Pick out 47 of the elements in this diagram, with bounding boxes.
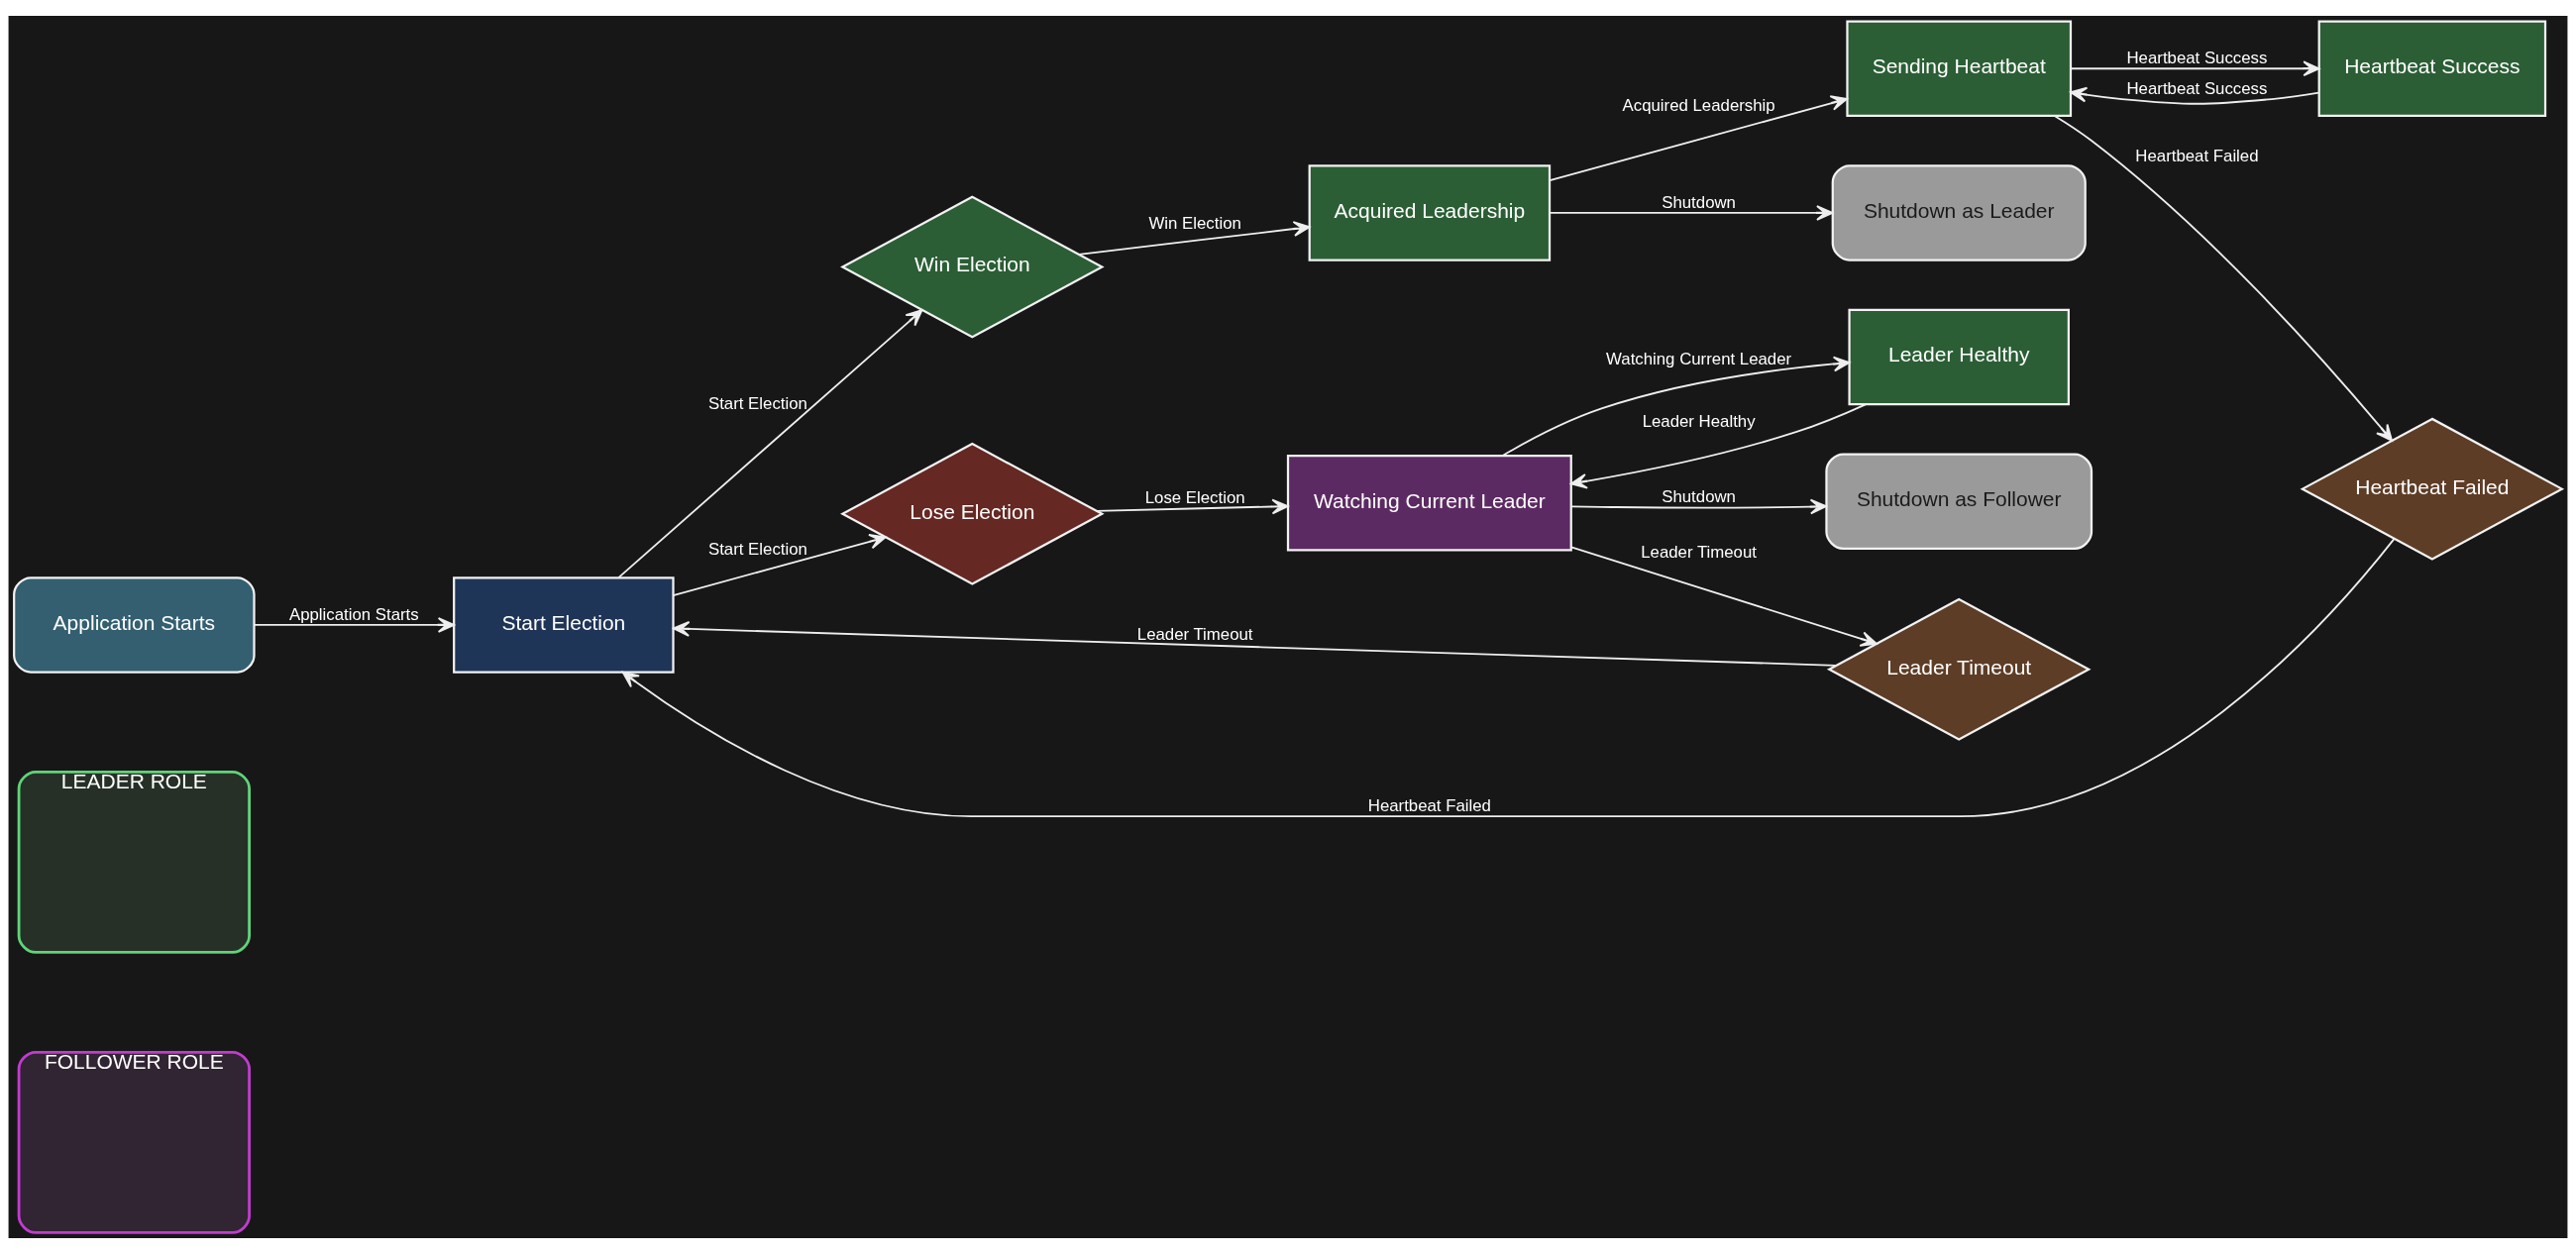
arrow xyxy=(673,621,1837,667)
edge-label: Start Election xyxy=(707,394,807,414)
node-diamond: Win Election xyxy=(840,195,1105,339)
arrow xyxy=(621,537,2396,818)
node-box: FOLLOWER ROLE xyxy=(17,1050,251,1234)
edge-label: Heartbeat Failed xyxy=(1367,796,1491,816)
arrow xyxy=(1078,221,1311,256)
arrow xyxy=(1501,356,1851,457)
node-box: Shutdown as Leader xyxy=(1831,164,2087,261)
arrow xyxy=(1549,205,1834,221)
node-diamond: Lose Election xyxy=(840,442,1105,585)
edge-label: Application Starts xyxy=(288,605,419,625)
node-box: Application Starts xyxy=(13,576,256,674)
arrow xyxy=(1570,546,1878,647)
arrow xyxy=(617,309,923,578)
arrow xyxy=(1549,95,1848,181)
edge-label: Heartbeat Success xyxy=(2126,79,2268,99)
edge-label: Shutdown xyxy=(1662,193,1736,213)
edge-label: Acquired Leadership xyxy=(1622,96,1775,116)
edge-label: Lose Election xyxy=(1144,488,1245,508)
edge-label: Leader Healthy xyxy=(1642,412,1756,432)
edge-label: Heartbeat Success xyxy=(2126,49,2268,68)
arrow xyxy=(2070,86,2320,105)
node-box: Sending Heartbeat xyxy=(1846,20,2073,117)
arrow xyxy=(2070,60,2320,77)
edge-label: Shutdown xyxy=(1662,487,1736,507)
node-box: Start Election xyxy=(453,576,675,674)
edge-label: Leader Timeout xyxy=(1136,624,1253,644)
node-box: Shutdown as Follower xyxy=(1825,453,2093,550)
edge-label: Watching Current Leader xyxy=(1606,350,1792,369)
node-box: Acquired Leadership xyxy=(1308,164,1552,261)
node-diamond: Leader Timeout xyxy=(1826,597,2092,741)
edge-label: Leader Timeout xyxy=(1641,543,1757,563)
node-box: Watching Current Leader xyxy=(1286,454,1572,552)
arrow xyxy=(253,617,455,633)
node-box: Leader Healthy xyxy=(1848,308,2070,406)
arrow xyxy=(2054,115,2393,442)
arrow xyxy=(1569,498,1828,515)
node-diamond: Heartbeat Failed xyxy=(2300,417,2565,561)
arrow xyxy=(1096,498,1289,515)
arrow xyxy=(672,533,887,596)
node-box: Heartbeat Success xyxy=(2317,20,2547,117)
edge-label: Win Election xyxy=(1148,214,1241,234)
node-box: LEADER ROLE xyxy=(17,770,251,954)
arrow xyxy=(1569,403,1867,489)
edge-label: Heartbeat Failed xyxy=(2135,146,2259,165)
edge-label: Start Election xyxy=(707,540,807,560)
